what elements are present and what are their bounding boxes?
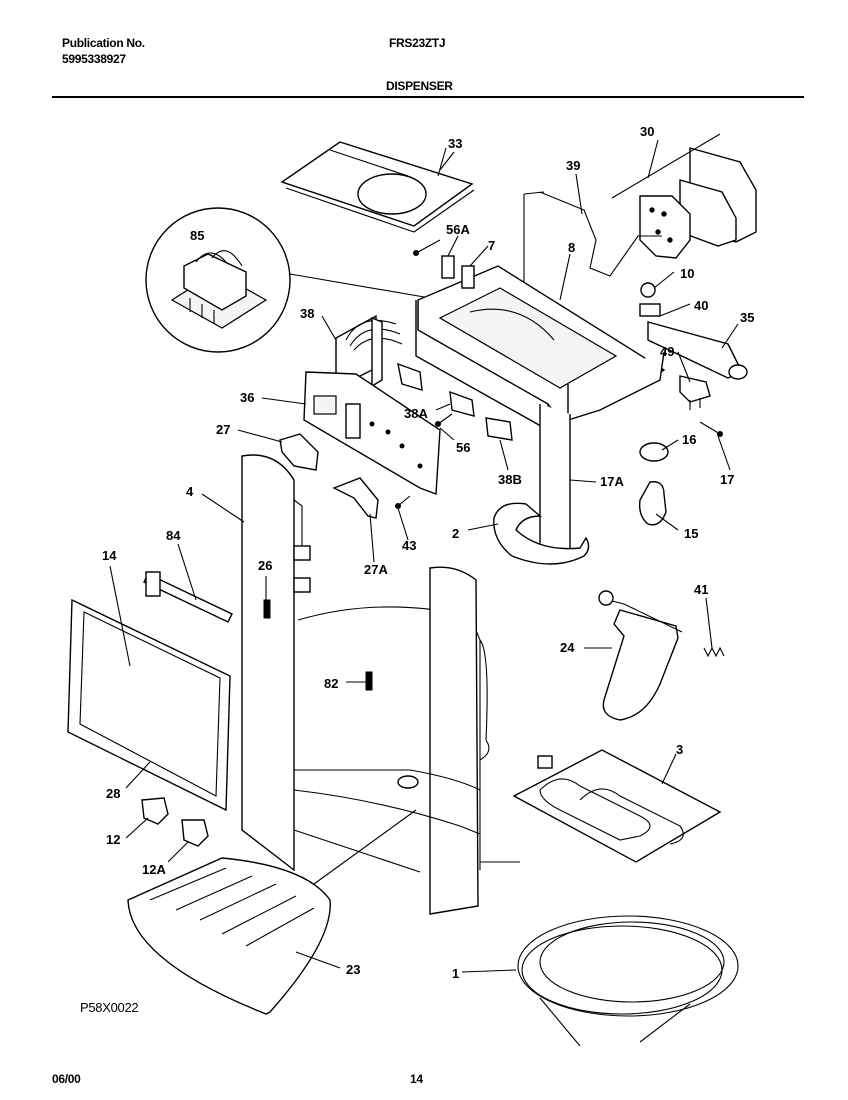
callout-14: 14 [102, 548, 117, 563]
part-38-relay [335, 314, 403, 390]
part-49-switch [679, 375, 711, 410]
drawing-code: P58X0022 [80, 1000, 139, 1015]
callout-36: 36 [240, 390, 254, 405]
part-38a-microswitch [397, 362, 475, 417]
part-26-screw [263, 599, 271, 619]
part-4-side-panel [241, 454, 311, 872]
part-27a-lever [332, 477, 379, 519]
part-14-panel-frame [67, 598, 231, 812]
callout-12A: 12A [142, 862, 166, 877]
callout-56A: 56A [446, 222, 470, 237]
part-56a-screw [413, 239, 441, 256]
part-2-chute [493, 404, 590, 565]
callout-84: 84 [166, 528, 181, 543]
callout-labels: 33 30 39 85 56A 7 8 10 40 35 38 49 36 38… [102, 124, 754, 981]
callout-49: 49 [660, 344, 674, 359]
header-rule [52, 96, 804, 98]
part-10-socket [640, 282, 656, 298]
callout-27A: 27A [364, 562, 388, 577]
part-15-bulb [638, 481, 667, 526]
callout-26: 26 [258, 558, 272, 573]
callout-7: 7 [488, 238, 495, 253]
part-39-wire-harness [539, 191, 662, 277]
callout-17: 17 [720, 472, 734, 487]
part-38b-microswitch [485, 417, 513, 441]
part-17-screw [699, 421, 723, 437]
callout-82: 82 [324, 676, 338, 691]
part-43-screw [395, 495, 411, 509]
part-1-tubing-coil [517, 915, 739, 1047]
callout-39: 39 [566, 158, 580, 173]
callout-85: 85 [190, 228, 204, 243]
page-number: 14 [410, 1072, 423, 1086]
callout-43: 43 [402, 538, 416, 553]
callout-12: 12 [106, 832, 120, 847]
part-82-screw [365, 671, 373, 691]
part-12-clip [141, 797, 169, 825]
callout-17A: 17A [600, 474, 624, 489]
callout-35: 35 [740, 310, 754, 325]
callout-4: 4 [186, 484, 194, 499]
callout-38: 38 [300, 306, 314, 321]
callout-1: 1 [452, 966, 459, 981]
callout-56: 56 [456, 440, 470, 455]
callout-3: 3 [676, 742, 683, 757]
section-title: DISPENSER [386, 79, 453, 93]
callout-27: 27 [216, 422, 230, 437]
part-33-cover-plate [280, 141, 475, 233]
callout-41: 41 [694, 582, 708, 597]
callout-2: 2 [452, 526, 459, 541]
part-16-socket [639, 442, 669, 462]
part-85-transformer-inset [145, 207, 431, 353]
part-40-bracket [639, 303, 661, 317]
callout-10: 10 [680, 266, 694, 281]
part-56-screw [435, 413, 453, 427]
callout-24: 24 [560, 640, 575, 655]
model-number: FRS23ZTJ [389, 36, 446, 50]
part-27-clip [279, 433, 319, 471]
part-35-solenoid [647, 321, 748, 380]
callout-30: 30 [640, 124, 654, 139]
callout-23: 23 [346, 962, 360, 977]
callout-8: 8 [568, 240, 575, 255]
part-7-clips [441, 255, 475, 289]
footer-date: 06/00 [52, 1072, 81, 1086]
callout-15: 15 [684, 526, 698, 541]
callout-33: 33 [448, 136, 462, 151]
callout-16: 16 [682, 432, 696, 447]
part-36-control-board [303, 371, 441, 495]
callout-38B: 38B [498, 472, 522, 487]
callout-28: 28 [106, 786, 120, 801]
callout-38A: 38A [404, 406, 428, 421]
part-24-actuator-arm [598, 590, 683, 721]
part-3-heater [480, 749, 722, 863]
leader-lines [109, 139, 739, 973]
part-84-strip [143, 571, 233, 623]
part-30-light-assembly [611, 133, 757, 259]
part-41-spring [703, 646, 725, 658]
part-12a-clip [181, 819, 209, 847]
part-8-main-housing [415, 191, 666, 432]
publication-label: Publication No. [62, 36, 145, 50]
callout-40: 40 [694, 298, 708, 313]
dispenser-body [293, 566, 490, 915]
part-23-drip-tray [127, 809, 417, 1015]
publication-number: 5995338927 [62, 52, 126, 66]
